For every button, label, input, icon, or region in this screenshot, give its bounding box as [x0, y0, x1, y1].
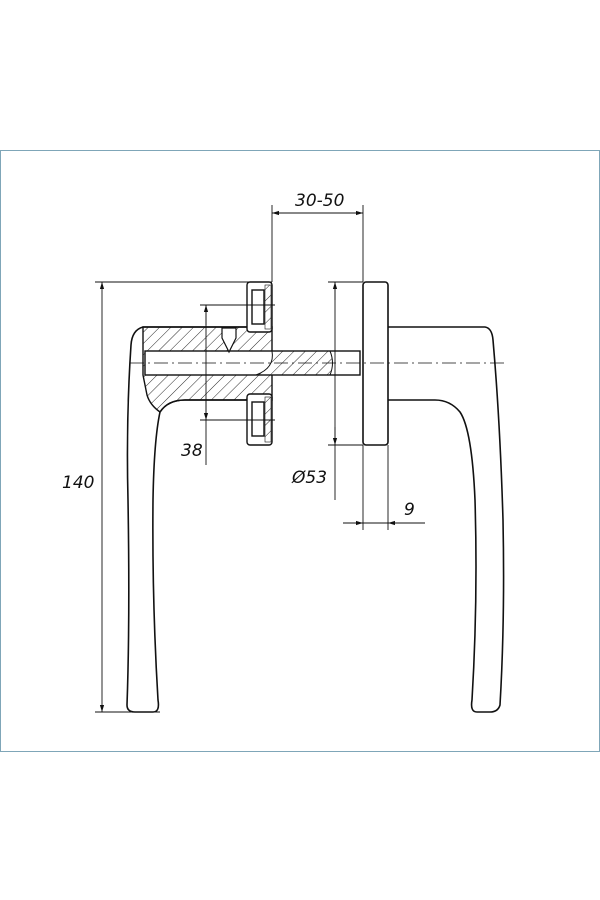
- dim-rosette-diameter: Ø53: [291, 468, 327, 488]
- set-screw: [221, 327, 237, 354]
- dimension-lines: [95, 205, 425, 713]
- inner-rosette: [246, 281, 273, 446]
- dim-handle-height: 140: [62, 473, 94, 493]
- dim-rosette-thickness: 9: [404, 500, 415, 520]
- dim-38: 38: [181, 441, 203, 461]
- dim-door-thickness: 30-50: [295, 191, 344, 211]
- outer-rosette: [362, 281, 389, 446]
